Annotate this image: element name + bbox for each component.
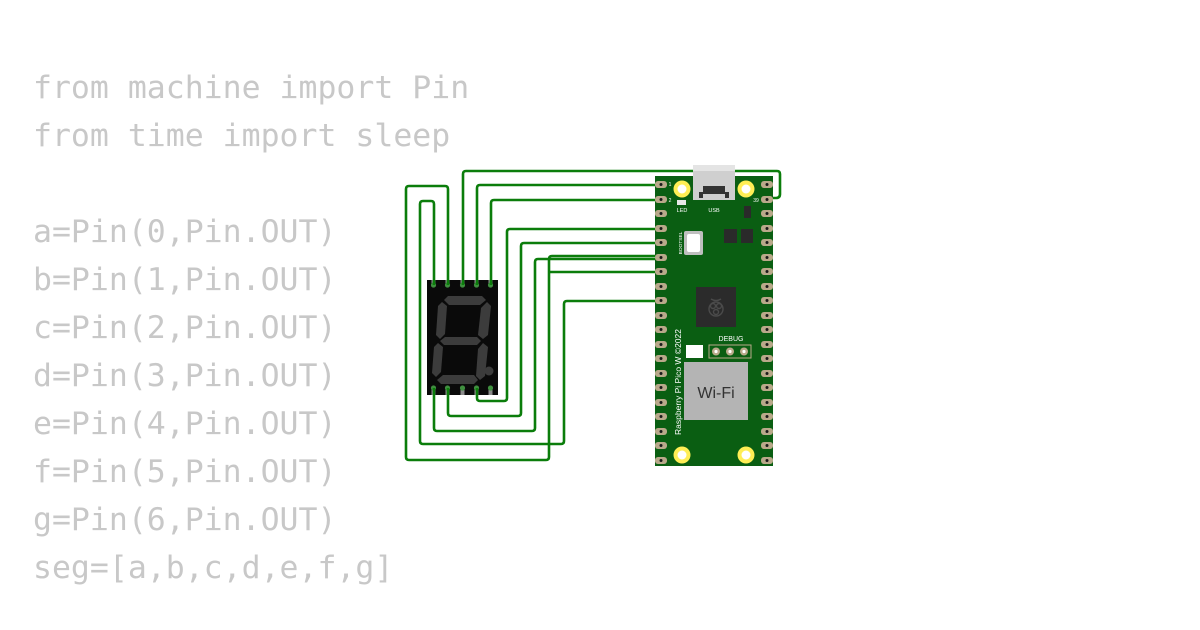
segment-f <box>436 302 447 339</box>
rp2040-chip <box>696 287 736 327</box>
segment-a <box>444 296 486 305</box>
code-editor[interactable]: from machine import Pin from time import… <box>33 64 469 592</box>
mounting-holes <box>673 180 755 464</box>
code-line-11[interactable]: seg=[a,b,c,d,e,f,g] <box>33 550 394 586</box>
left-header-pins <box>655 181 667 464</box>
code-line-7[interactable]: d=Pin(3,Pin.OUT) <box>33 358 337 394</box>
wire-7 <box>446 241 660 418</box>
top-components <box>724 206 753 243</box>
code-line-4[interactable]: a=Pin(0,Pin.OUT) <box>33 214 337 250</box>
segment-e <box>432 343 443 377</box>
pin-1-label: 1 <box>669 182 672 188</box>
code-line-10[interactable]: g=Pin(6,Pin.OUT) <box>33 502 337 538</box>
raspberry-logo-icon <box>708 298 724 317</box>
bootsel-label: BOOTSEL <box>678 231 684 254</box>
code-line-1[interactable]: from machine import Pin <box>33 70 470 106</box>
led-indicator <box>677 200 686 205</box>
wire-5 <box>489 198 660 285</box>
pin-2-label: 2 <box>669 198 672 204</box>
debug-label: DEBUG <box>719 336 744 343</box>
usb-connector <box>693 165 735 200</box>
wires <box>404 169 782 462</box>
wire-6 <box>432 257 660 433</box>
wire-3 <box>461 169 782 285</box>
usb-label: USB <box>708 208 720 214</box>
led-label: LED <box>677 208 688 214</box>
bootsel-button[interactable] <box>684 231 703 255</box>
segment-b <box>478 302 491 339</box>
code-line-8[interactable]: e=Pin(4,Pin.OUT) <box>33 406 337 442</box>
code-line-5[interactable]: b=Pin(1,Pin.OUT) <box>33 262 337 298</box>
segment-g <box>440 337 481 345</box>
segment-dp <box>484 366 494 376</box>
wire-2 <box>418 199 660 446</box>
segment-d <box>437 375 478 384</box>
wifi-module <box>684 362 748 420</box>
antenna-pad <box>686 345 703 358</box>
wire-8 <box>475 227 660 403</box>
wifi-label: Wi-Fi <box>697 385 734 402</box>
pin-39-label: 39 <box>753 198 759 204</box>
right-header-pins <box>761 181 773 464</box>
wire-4 <box>475 183 660 285</box>
display-segments <box>432 296 494 384</box>
code-line-9[interactable]: f=Pin(5,Pin.OUT) <box>33 454 337 490</box>
pico-w-board[interactable]: Wi-Fi LED USB DEBUG 1 2 39 BOOTSEL Raspb… <box>655 165 773 466</box>
code-line-2[interactable]: from time import sleep <box>33 118 451 154</box>
debug-header <box>708 344 752 359</box>
board-name-label: Raspberry Pi Pico W ©2022 <box>673 329 683 435</box>
seven-segment-display[interactable] <box>427 280 498 395</box>
code-line-6[interactable]: c=Pin(2,Pin.OUT) <box>33 310 337 346</box>
